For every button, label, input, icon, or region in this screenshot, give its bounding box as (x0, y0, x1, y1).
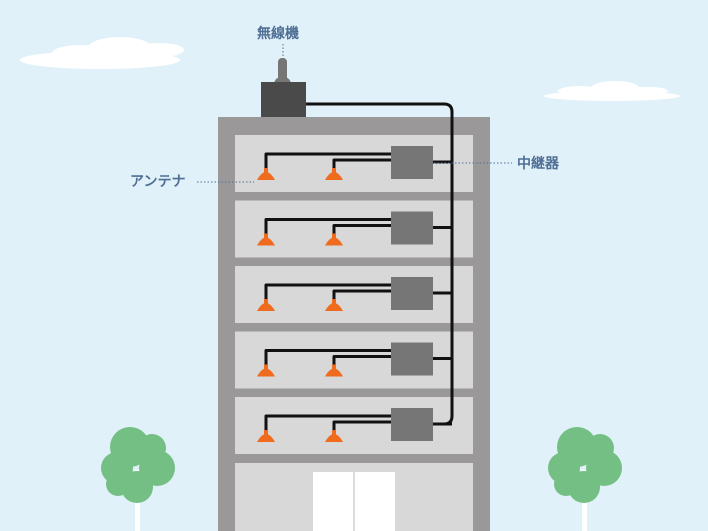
antenna (257, 168, 275, 180)
repeater (391, 342, 433, 376)
antenna-cable (332, 355, 391, 368)
antenna (325, 430, 343, 442)
antenna (325, 168, 343, 180)
antenna-cable (264, 349, 391, 368)
antenna (257, 233, 275, 246)
repeater (391, 146, 433, 179)
antenna (257, 364, 275, 377)
antenna-cable (264, 283, 391, 302)
entrance-door (313, 472, 395, 531)
device-layer (257, 146, 433, 442)
main-trunk-cable (306, 102, 454, 426)
antenna-cable (264, 152, 391, 171)
antenna-cable (264, 218, 391, 237)
antenna (325, 233, 343, 246)
antenna (257, 430, 275, 442)
repeater (391, 211, 433, 245)
antenna-cable (332, 420, 391, 433)
repeater (391, 277, 433, 310)
antenna-cable (332, 158, 391, 171)
antenna (325, 299, 343, 311)
wireless-unit (261, 58, 306, 117)
cloud-left (20, 37, 184, 69)
building-floors (235, 135, 473, 454)
wireless-unit-label: 無線機 (257, 26, 299, 42)
antenna-cable (332, 224, 391, 237)
cable-network (264, 102, 454, 433)
antenna-cable (264, 414, 391, 433)
antenna (257, 299, 275, 311)
antenna (325, 364, 343, 377)
tree-left (101, 427, 175, 531)
tree-right (548, 427, 622, 531)
cloud-right (544, 81, 680, 101)
antenna-label: アンテナ (130, 174, 186, 190)
repeater-label: 中継器 (517, 156, 559, 172)
repeater (391, 408, 433, 441)
antenna-cable (332, 289, 391, 302)
